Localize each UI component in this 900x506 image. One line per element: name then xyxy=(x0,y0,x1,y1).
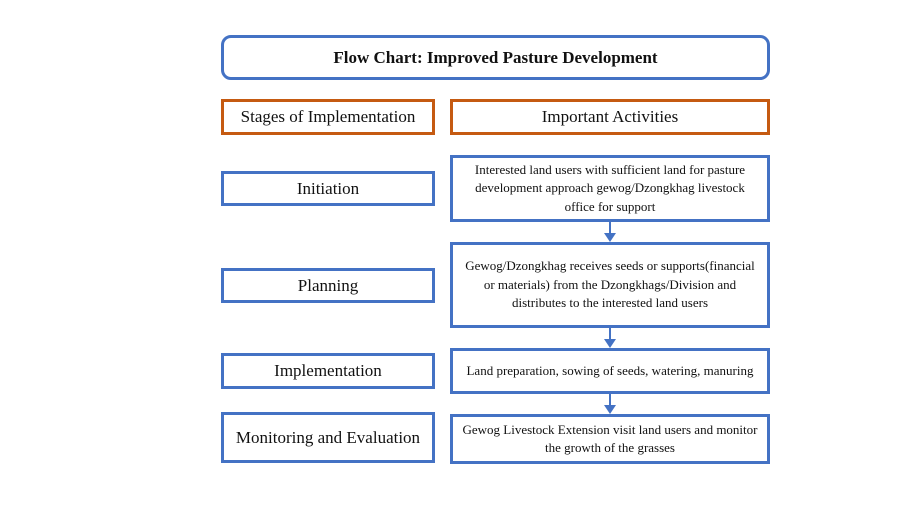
activity-planning: Gewog/Dzongkhag receives seeds or suppor… xyxy=(450,242,770,328)
chart-title: Flow Chart: Improved Pasture Development xyxy=(221,35,770,80)
activity-implementation: Land preparation, sowing of seeds, water… xyxy=(450,348,770,394)
activity-monitoring-evaluation: Gewog Livestock Extension visit land use… xyxy=(450,414,770,464)
stage-planning: Planning xyxy=(221,268,435,303)
stages-header: Stages of Implementation xyxy=(221,99,435,135)
stage-implementation: Implementation xyxy=(221,353,435,389)
stage-monitoring-evaluation: Monitoring and Evaluation xyxy=(221,412,435,463)
activities-header: Important Activities xyxy=(450,99,770,135)
stage-initiation: Initiation xyxy=(221,171,435,206)
down-arrow-icon xyxy=(604,394,616,414)
activity-initiation: Interested land users with sufficient la… xyxy=(450,155,770,222)
down-arrow-icon xyxy=(604,222,616,242)
down-arrow-icon xyxy=(604,328,616,348)
